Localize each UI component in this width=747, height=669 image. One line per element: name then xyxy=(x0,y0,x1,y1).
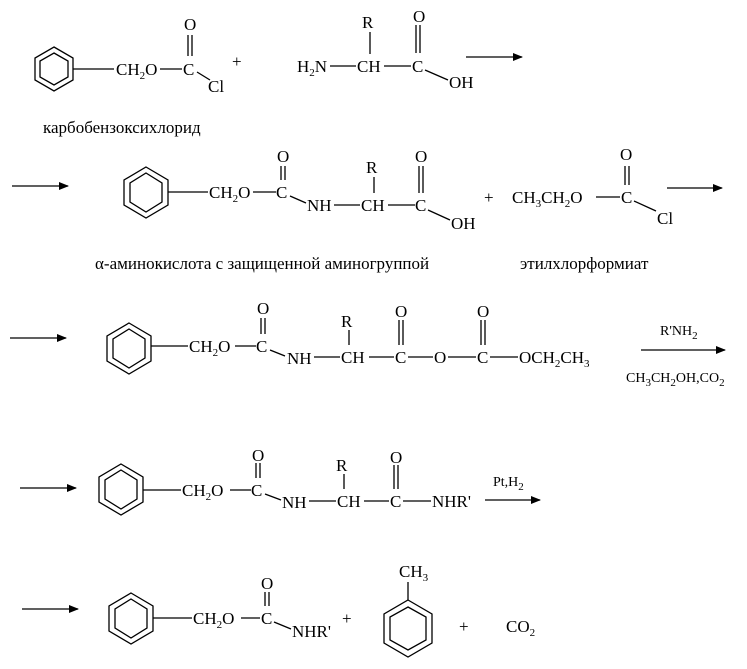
atom-nh: NH xyxy=(307,196,332,215)
atom-r: R xyxy=(362,13,374,32)
atom-ch: CH xyxy=(341,348,365,367)
condition-hydrogenation: Pt,H2 xyxy=(493,475,524,493)
atom-c: C xyxy=(276,183,287,202)
bond xyxy=(289,195,307,204)
atom-o: O xyxy=(184,15,196,34)
row1-cbz-chloride: CH2O C O Cl xyxy=(34,15,224,96)
atom-cl: Cl xyxy=(657,209,673,228)
atom-och2ch3: OCH2CH3 xyxy=(519,348,590,370)
bond xyxy=(427,209,451,221)
bond xyxy=(424,69,449,81)
atom-c: C xyxy=(415,196,426,215)
atom-ch2o: CH2O xyxy=(182,481,223,503)
atom-ch: CH xyxy=(337,492,361,511)
caption-cbz-chloride: карбобензоксихлорид xyxy=(43,118,201,137)
atom-o: O xyxy=(415,147,427,166)
atom-o: O xyxy=(277,147,289,166)
atom-co2: CO2 xyxy=(506,617,535,639)
atom-c: C xyxy=(261,609,272,628)
atom-c: C xyxy=(256,337,267,356)
atom-r: R xyxy=(366,158,378,177)
caption-protected-acid: α-аминокислота с защищенной аминогруппой xyxy=(95,254,429,273)
atom-o: O xyxy=(413,7,425,26)
bond xyxy=(269,349,286,357)
atom-o: O xyxy=(261,574,273,593)
atom-ch2o: CH2O xyxy=(193,609,234,631)
benzene-ring xyxy=(34,46,74,92)
atom-cl: Cl xyxy=(208,77,224,96)
atom-ch3ch2o: CH3CH2O xyxy=(512,188,583,210)
atom-c: C xyxy=(251,481,262,500)
atom-ch2o: CH2O xyxy=(209,183,250,205)
atom-o: O xyxy=(395,302,407,321)
atom-r: R xyxy=(341,312,353,331)
atom-oh: OH xyxy=(451,214,476,233)
atom-ch2o: CH2O xyxy=(189,337,230,359)
bond xyxy=(633,200,657,212)
row2-protected-acid: CH2O C O NH CH R C O OH xyxy=(123,147,476,233)
bond xyxy=(273,621,292,630)
row5-carbamate: CH2O C O NHR' xyxy=(108,574,331,645)
atom-nhr: NHR' xyxy=(432,492,471,511)
atom-o: O xyxy=(620,145,632,164)
condition-amine: R'NH2 xyxy=(660,324,698,342)
row4-protected-amide: CH2O C O NH CH R C O NHR' xyxy=(98,446,471,516)
benzene-ring xyxy=(106,322,152,375)
bond xyxy=(264,493,282,501)
atom-ch3: CH3 xyxy=(399,562,429,584)
atom-nh: NH xyxy=(287,349,312,368)
row3-mixed-anhydride: CH2O C O NH CH R C O O C O OCH2CH3 xyxy=(106,299,590,375)
atom-c: C xyxy=(477,348,488,367)
condition-byproducts: CH3CH2OH,CO2 xyxy=(626,371,725,389)
benzene-ring xyxy=(383,599,433,658)
atom-ch: CH xyxy=(357,57,381,76)
plus-sign: + xyxy=(342,609,352,628)
atom-o: O xyxy=(257,299,269,318)
benzene-ring xyxy=(98,463,144,516)
atom-r: R xyxy=(336,456,348,475)
benzene-ring xyxy=(123,166,169,219)
atom-h2n: H2N xyxy=(297,57,327,79)
atom-o: O xyxy=(477,302,489,321)
plus-sign: + xyxy=(459,617,469,636)
atom-ch2o: CH2O xyxy=(116,60,157,82)
plus-sign: + xyxy=(232,52,242,71)
atom-nhr: NHR' xyxy=(292,622,331,641)
atom-nh: NH xyxy=(282,493,307,512)
atom-o: O xyxy=(434,348,446,367)
bond xyxy=(196,71,211,81)
benzene-ring xyxy=(108,592,154,645)
plus-sign: + xyxy=(484,188,494,207)
atom-c: C xyxy=(412,57,423,76)
atom-c: C xyxy=(390,492,401,511)
atom-c: C xyxy=(183,60,194,79)
atom-o: O xyxy=(252,446,264,465)
atom-ch: CH xyxy=(361,196,385,215)
atom-c: C xyxy=(395,348,406,367)
row1-amino-acid: H2N CH R C O OH xyxy=(297,7,474,92)
atom-oh: OH xyxy=(449,73,474,92)
caption-ethyl-chloroformate: этилхлорформиат xyxy=(520,254,649,273)
atom-c: C xyxy=(621,188,632,207)
row5-toluene: CH3 xyxy=(383,562,433,658)
row2-ethyl-chloroformate: CH3CH2O C O Cl xyxy=(512,145,673,228)
atom-o: O xyxy=(390,448,402,467)
